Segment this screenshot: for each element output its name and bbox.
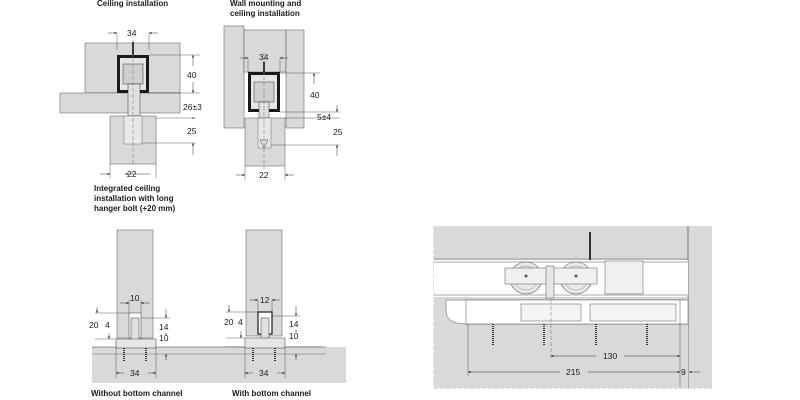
dim-ceiling-width-top: 34 bbox=[127, 28, 137, 38]
caption-integrated-ceiling: Integrated ceiling installation with lon… bbox=[94, 184, 176, 213]
dim-with-base-width: 34 bbox=[259, 368, 269, 378]
side-view-diagram: 130 215 9 bbox=[433, 226, 712, 389]
dim-side-130: 130 bbox=[603, 351, 617, 361]
ceiling-installation-diagram: 34 40 26±3 25 22 bbox=[59, 28, 202, 179]
dim-wall-width-bottom: 22 bbox=[259, 170, 269, 180]
dim-ceiling-height: 40 bbox=[187, 70, 197, 80]
caption-wall-ceiling-installation: Wall mounting and ceiling installation bbox=[230, 0, 302, 18]
with-bottom-channel-diagram: 12 20 4 14 10 34 bbox=[224, 229, 346, 383]
dim-without-slot-width: 10 bbox=[130, 293, 140, 303]
dim-without-height-inner: 4 bbox=[105, 320, 110, 330]
dim-ceiling-width-bottom: 22 bbox=[127, 169, 137, 179]
dim-side-9: 9 bbox=[681, 367, 686, 377]
wall-ceiling-installation-diagram: 34 40 5±4 25 22 bbox=[223, 25, 343, 180]
dim-without-depth: 14 bbox=[159, 322, 169, 332]
dim-with-height-inner: 4 bbox=[238, 317, 243, 327]
dim-ceiling-offset: 25 bbox=[187, 126, 197, 136]
dim-wall-height: 40 bbox=[310, 90, 320, 100]
dim-with-slot-width: 12 bbox=[260, 295, 270, 305]
dim-with-height-total: 20 bbox=[224, 317, 234, 327]
dim-with-floor-gap: 10 bbox=[289, 331, 299, 341]
dim-without-floor-gap: 10 bbox=[159, 333, 169, 343]
dim-wall-offset: 25 bbox=[333, 127, 343, 137]
dim-wall-width-top: 34 bbox=[259, 52, 269, 62]
dim-wall-gap: 5±4 bbox=[317, 112, 331, 122]
caption-ceiling-installation: Ceiling installation bbox=[97, 0, 169, 8]
dim-without-height-total: 20 bbox=[89, 320, 99, 330]
dim-side-215: 215 bbox=[566, 367, 580, 377]
caption-with-bottom-channel: With bottom channel bbox=[232, 389, 312, 398]
dim-ceiling-gap: 26±3 bbox=[183, 102, 202, 112]
caption-without-bottom-channel: Without bottom channel bbox=[91, 389, 183, 398]
dim-without-base-width: 34 bbox=[130, 368, 140, 378]
dim-with-depth: 14 bbox=[289, 319, 299, 329]
